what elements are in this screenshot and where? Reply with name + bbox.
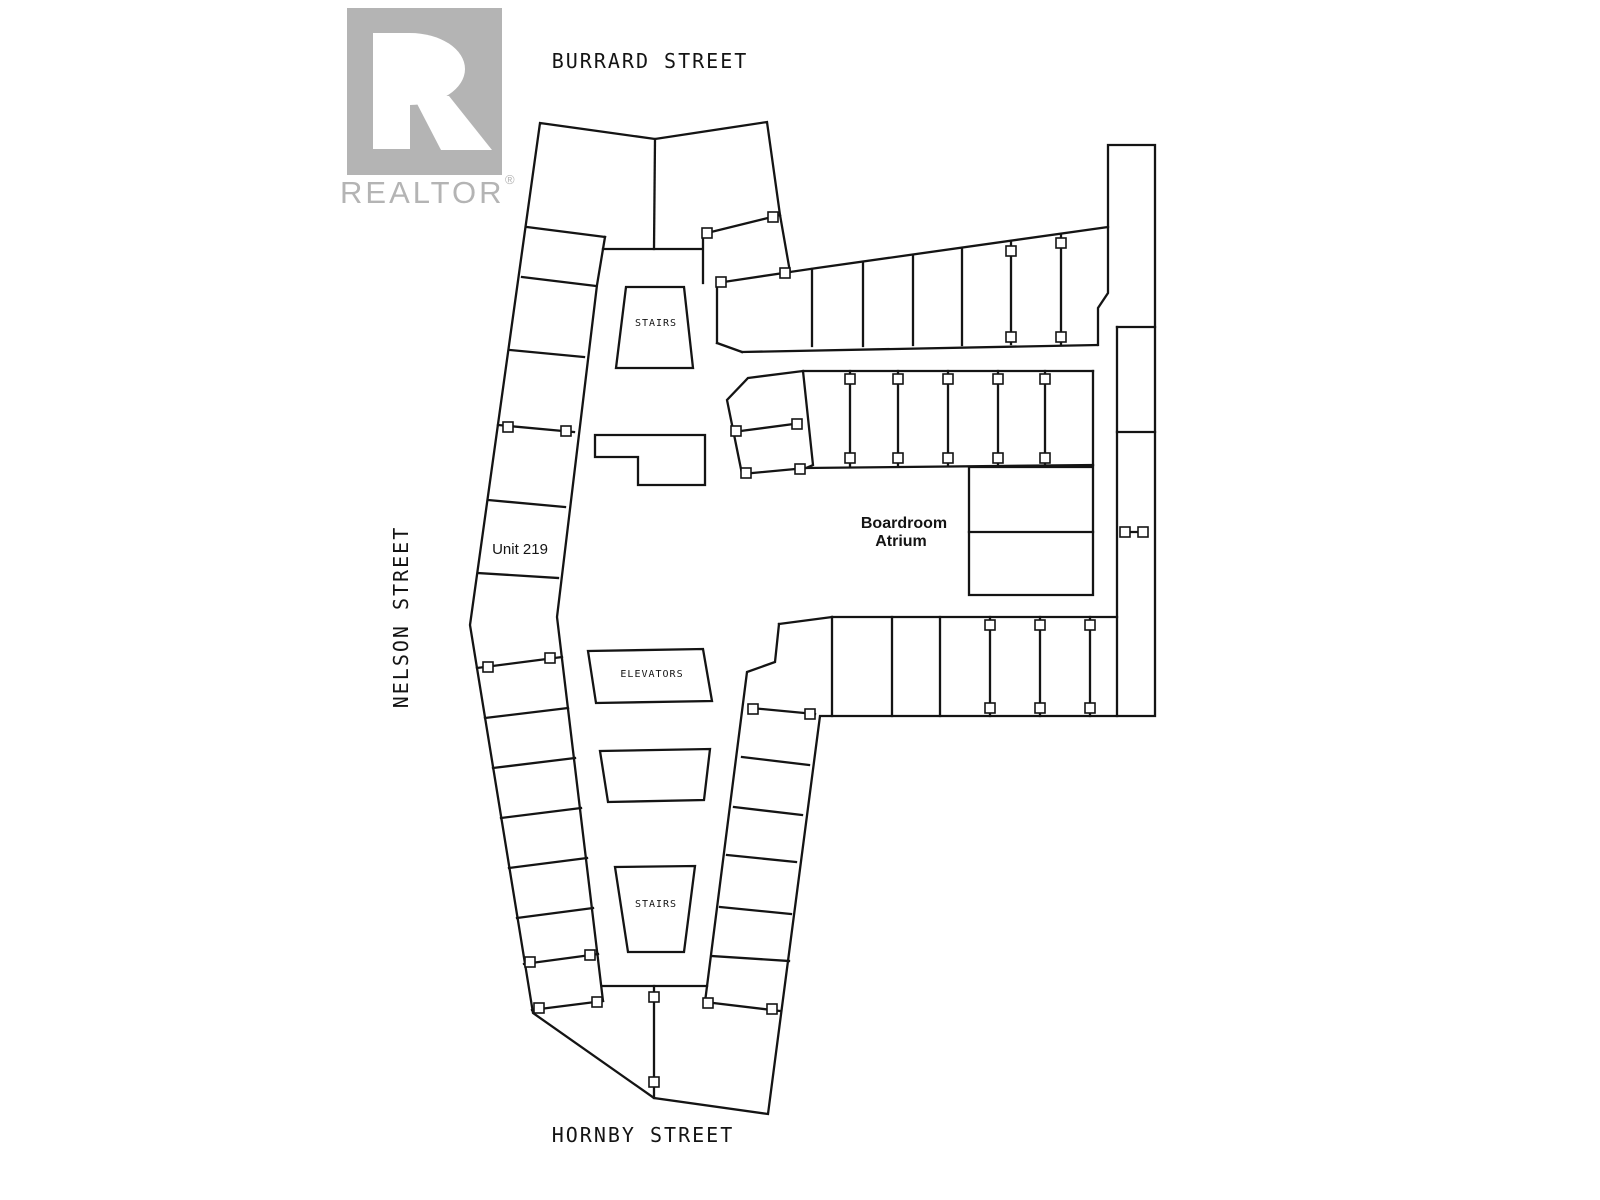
top-right-slanted-stalls	[701, 213, 792, 354]
street-label-burrard: BURRARD STREET	[552, 49, 749, 73]
realtor-logo-r	[373, 33, 492, 150]
stairs-top-label: STAIRS	[635, 318, 677, 329]
lower-right-column	[703, 615, 834, 1013]
door-markers	[482, 211, 1149, 1088]
lower-right-band	[830, 615, 1119, 718]
elevators-label: ELEVATORS	[620, 669, 683, 680]
building-outline	[468, 120, 1157, 1116]
realtor-logo	[347, 8, 502, 175]
top-units-divider	[652, 137, 657, 251]
boardroom-atrium-label-line2: Atrium	[875, 533, 927, 550]
street-label-hornby: HORNBY STREET	[552, 1123, 735, 1147]
registered-trademark-symbol: ®	[505, 172, 515, 187]
unit-219-label: Unit 219	[492, 541, 548, 558]
stairs-top-room	[614, 285, 695, 370]
upper-right-band	[740, 225, 1110, 354]
realtor-logo-text: REALTOR	[340, 175, 505, 210]
left-column-stall-dividers	[475, 225, 607, 1012]
utility-room	[593, 433, 707, 487]
street-label-nelson: NELSON STREET	[389, 526, 413, 709]
middle-right-band	[725, 369, 1095, 476]
realtor-logo-wordmark: REALTOR ®	[340, 172, 515, 210]
core-room	[598, 747, 712, 804]
left-column-inner-edge	[555, 235, 607, 1003]
elevators-room	[586, 647, 714, 705]
boardroom-atrium-label-line1: Boardroom	[861, 515, 947, 532]
right-tower	[1115, 325, 1157, 718]
stairs-bottom-label: STAIRS	[635, 899, 677, 910]
stairs-bottom-room	[613, 864, 697, 954]
boardroom-side-room	[967, 465, 1095, 597]
plan-labels: BURRARD STREET NELSON STREET HORNBY STRE…	[389, 49, 947, 1147]
plan-linework	[468, 120, 1157, 1116]
